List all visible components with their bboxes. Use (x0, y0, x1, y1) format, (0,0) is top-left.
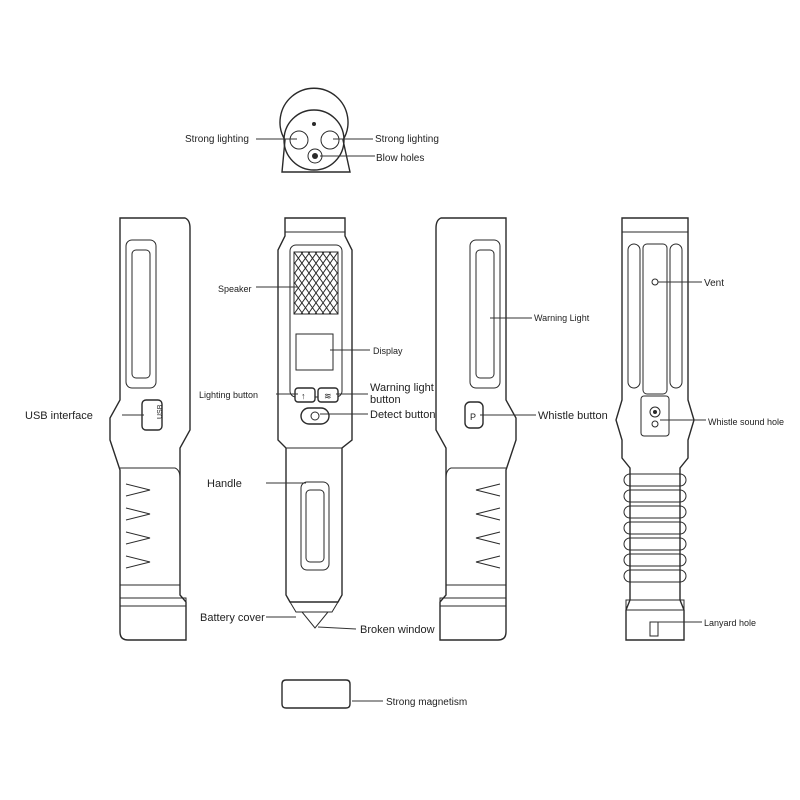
broken-window-tip (300, 611, 330, 629)
speaker-grille (293, 251, 339, 315)
label-vent: Vent (704, 278, 724, 289)
display-screen (295, 333, 334, 371)
battery-cover (289, 601, 339, 613)
label-warning-light: Warning Light (534, 313, 590, 323)
label-detect-button: Detect button (370, 409, 435, 421)
left-side-view: USB (109, 217, 191, 641)
label-usb-interface: USB interface (25, 410, 93, 422)
right-side-view: P (435, 217, 517, 641)
label-display: Display (373, 346, 403, 356)
vent-hole (651, 278, 659, 286)
warning-light-button[interactable] (317, 387, 339, 403)
label-speaker: Speaker (218, 284, 252, 294)
lanyard-hole (649, 621, 659, 637)
whistle-button-icon: P (470, 412, 476, 422)
strong-lighting-left-lens (289, 130, 309, 150)
handle-panel (300, 481, 330, 571)
back-grip-rings (623, 473, 687, 583)
detect-button[interactable] (300, 407, 330, 425)
label-handle: Handle (207, 478, 242, 490)
strong-lighting-right-lens (320, 130, 340, 150)
label-strong-lighting-left: Strong lighting (185, 134, 249, 145)
label-blow-holes: Blow holes (376, 153, 424, 164)
label-warning-light-button-line2: button (370, 394, 401, 406)
lighting-button-icon: ↑ (301, 391, 306, 401)
lighting-button[interactable] (294, 387, 316, 403)
top-view (279, 87, 351, 173)
warning-light-button-icon: ≋ (324, 391, 332, 401)
label-lanyard-hole: Lanyard hole (704, 618, 756, 628)
label-whistle-sound-hole: Whistle sound hole (708, 417, 784, 427)
label-lighting-button: Lighting button (199, 390, 258, 400)
label-broken-window: Broken window (360, 624, 435, 636)
label-strong-lighting-right: Strong lighting (375, 134, 439, 145)
label-warning-light-button-line1: Warning light (370, 382, 434, 394)
label-battery-cover: Battery cover (200, 612, 265, 624)
label-whistle-button: Whistle button (538, 410, 608, 422)
front-view: ↑ ≋ (277, 217, 353, 629)
whistle-sound-hole (649, 406, 661, 418)
label-strong-magnetism: Strong magnetism (386, 697, 467, 708)
strong-magnetism-base (281, 679, 351, 709)
usb-port-text: USB (157, 404, 164, 419)
back-view (615, 217, 695, 641)
grip-ridges-left (125, 483, 151, 569)
grip-ridges-right (475, 483, 501, 569)
